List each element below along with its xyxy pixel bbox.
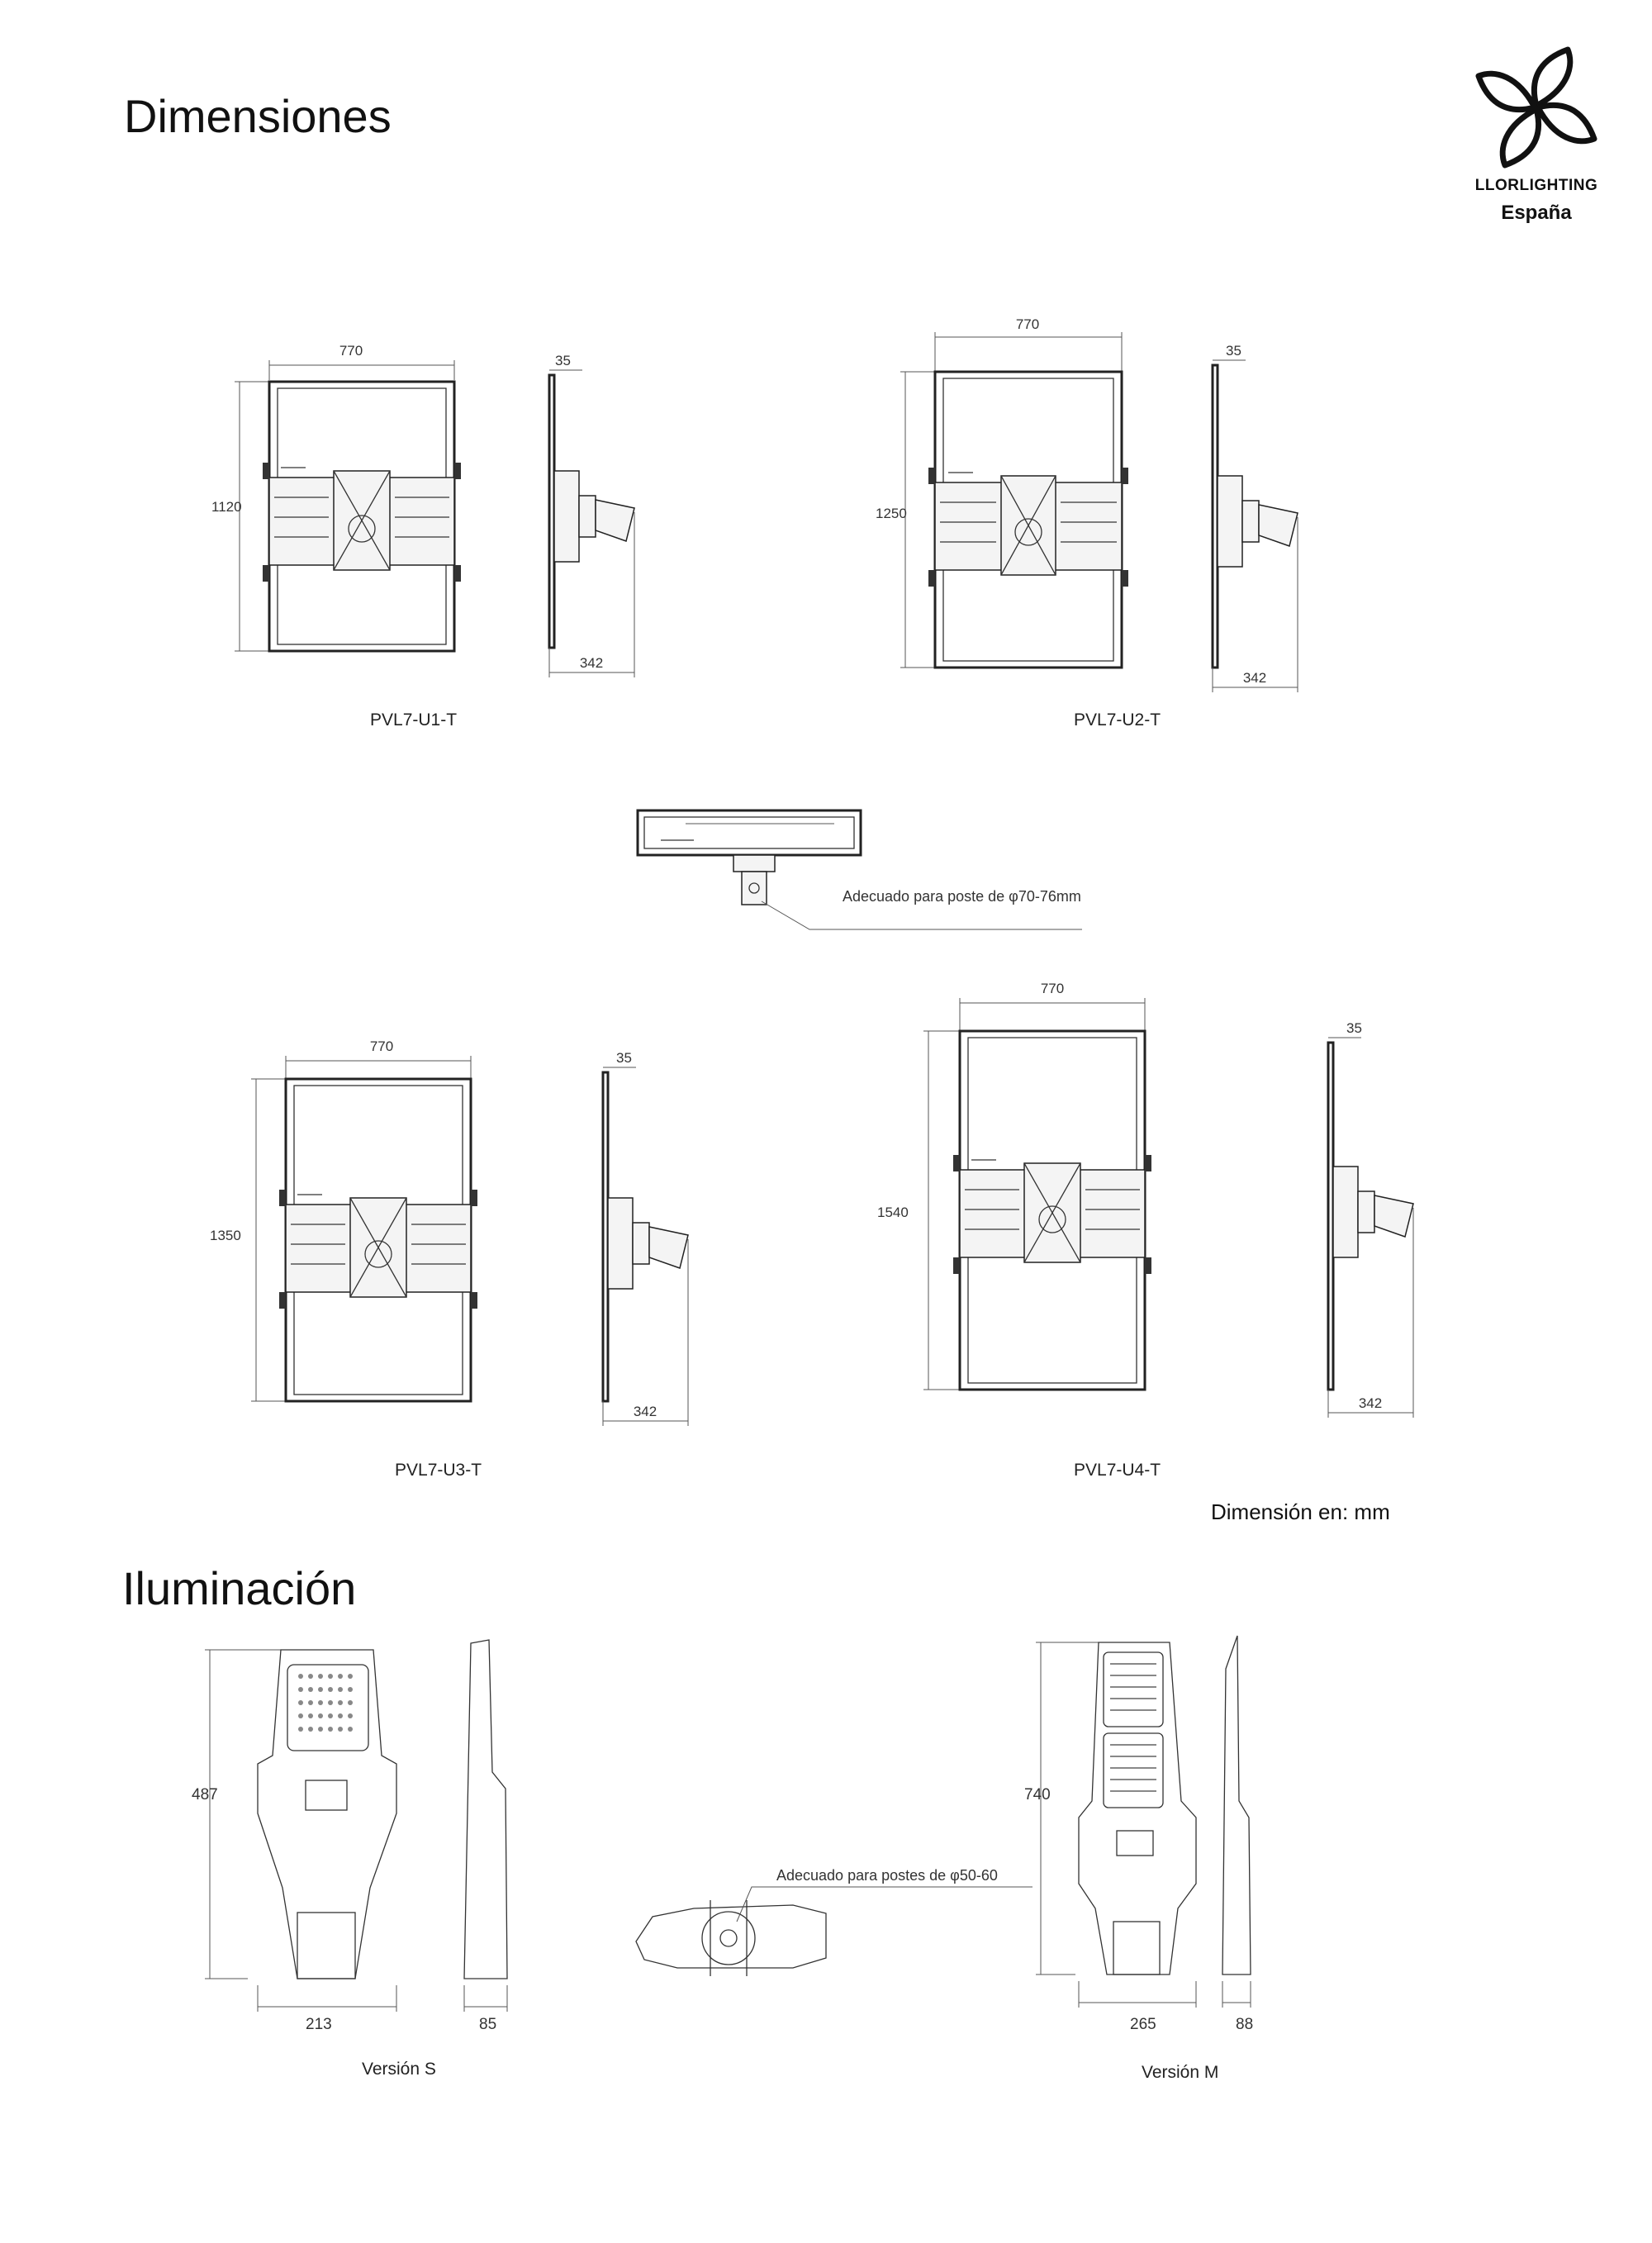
model-2-label: PVL7-U2-T xyxy=(1074,710,1161,729)
units-note: Dimensión en: mm xyxy=(1211,1499,1390,1524)
brand-name: LLORLIGHTING xyxy=(1474,177,1598,194)
model-3-width-dim: 770 xyxy=(370,1038,393,1054)
lamp-top-view-drawing: Adecuado para postes de φ50-60 xyxy=(635,1867,1032,1976)
model-2-thickness-dim: 35 xyxy=(1226,343,1241,359)
pinwheel-logo-icon xyxy=(1475,46,1597,169)
lamp-s-drawing xyxy=(205,1639,508,2012)
lamp-m-height-dim: 740 xyxy=(1024,1786,1051,1803)
model-3-drawing: 770 35 342 xyxy=(251,1038,689,1426)
section-title-illumination: Iluminación xyxy=(122,1562,357,1614)
model-2-depth-dim: 342 xyxy=(1243,670,1266,686)
model-1-width-dim: 770 xyxy=(339,343,363,359)
model-1-label: PVL7-U1-T xyxy=(370,710,458,729)
model-1-height-label: 1120 xyxy=(211,499,242,515)
model-2-width-dim: 770 xyxy=(1016,316,1039,332)
model-4-label: PVL7-U4-T xyxy=(1074,1461,1161,1480)
model-2-height-label: 1250 xyxy=(876,506,907,521)
model-4-width-dim: 770 xyxy=(1041,981,1064,996)
model-4-thickness-dim: 35 xyxy=(1346,1020,1362,1036)
model-4-height-label: 1540 xyxy=(877,1205,909,1220)
section-title-dimensions: Dimensiones xyxy=(124,90,392,142)
lamp-m-width-dim: 265 xyxy=(1130,2016,1156,2033)
brand-country: España xyxy=(1501,202,1572,224)
model-4-drawing: 770 35 342 xyxy=(923,981,1414,1418)
lamp-s-label: Versión S xyxy=(362,2060,436,2079)
lamp-top-view-callout: Adecuado para postes de φ50-60 xyxy=(776,1867,998,1884)
model-3-thickness-dim: 35 xyxy=(616,1050,632,1066)
model-4-depth-dim: 342 xyxy=(1359,1395,1382,1411)
model-1-drawing: 770 1250 35 342 xyxy=(235,343,635,677)
model-2-drawing: 770 35 342 xyxy=(900,316,1298,692)
lamp-m-label: Versión M xyxy=(1142,2063,1219,2082)
top-view-callout: Adecuado para poste de φ70-76mm xyxy=(843,888,1081,905)
lamp-s-width-dim: 213 xyxy=(306,2016,332,2033)
model-3-depth-dim: 342 xyxy=(634,1404,657,1419)
model-3-height-label: 1350 xyxy=(210,1228,241,1243)
lamp-m-drawing xyxy=(1036,1635,1251,2008)
lamp-s-height-dim: 487 xyxy=(192,1786,218,1803)
top-view-drawing: Adecuado para poste de φ70-76mm xyxy=(636,809,1082,930)
model-3-label: PVL7-U3-T xyxy=(395,1461,482,1480)
model-1-thickness-dim: 35 xyxy=(555,353,571,368)
model-1-depth-dim: 342 xyxy=(580,655,603,671)
lamp-m-depth-dim: 88 xyxy=(1236,2016,1254,2033)
lamp-s-depth-dim: 85 xyxy=(479,2016,497,2033)
